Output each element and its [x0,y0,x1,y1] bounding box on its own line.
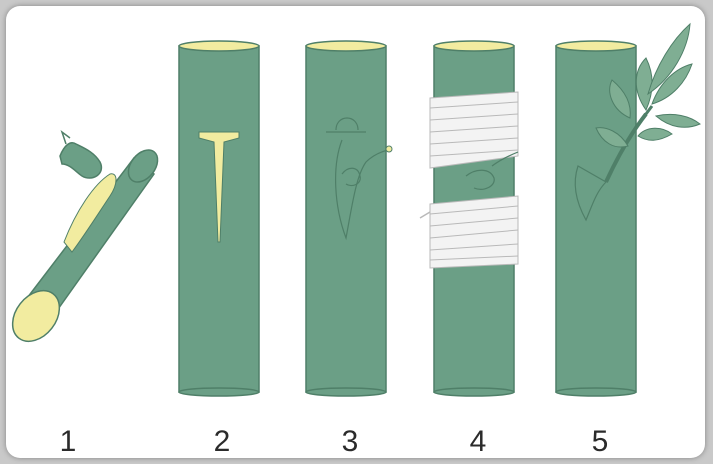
step-label-1: 1 [48,424,88,458]
step-3-bud-inserted-stem [306,41,392,396]
step-label-3: 3 [330,424,370,458]
step-5-grown-shoot-stem [556,24,700,396]
step-label-4: 4 [458,424,498,458]
step-label-5: 5 [580,424,620,458]
step-label-2: 2 [202,424,242,458]
step-4-wrapped-stem [420,41,518,396]
step-2-t-cut-stem [179,41,259,396]
diagram-canvas [6,6,705,458]
grafting-diagram: 1 2 3 4 5 [6,6,705,458]
step-1-budwood [6,132,164,350]
